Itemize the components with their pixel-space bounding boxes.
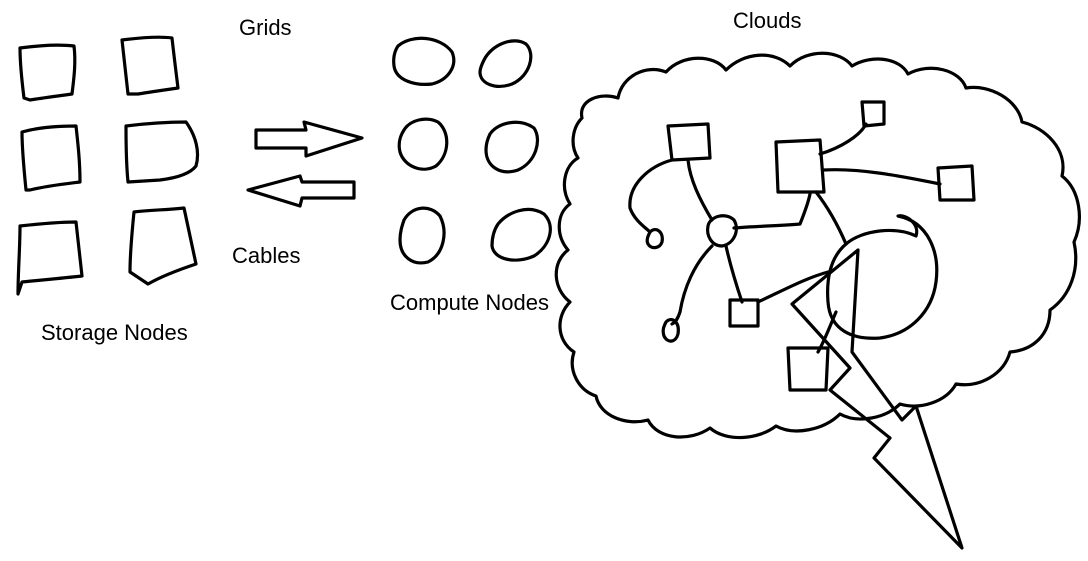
compute-node [478, 39, 533, 88]
compute-node [397, 117, 449, 171]
network-leaf-circle [645, 228, 664, 250]
network-edge [732, 192, 812, 230]
network-node-square [786, 346, 830, 392]
storage-nodes-label: Storage Nodes [41, 320, 188, 345]
storage-node [124, 120, 200, 184]
lightning-bolt-icon [790, 248, 964, 550]
storage-node [128, 206, 198, 286]
cloud-network-group [628, 100, 976, 392]
grids-label: Grids [239, 15, 292, 40]
network-edge [822, 168, 942, 186]
compute-node [392, 36, 456, 86]
left-arrow-icon [246, 174, 356, 208]
storage-node [16, 220, 84, 296]
arrows-group [246, 120, 364, 208]
network-node-square [774, 138, 826, 194]
network-edge [816, 310, 838, 354]
cables-label: Cables [232, 243, 301, 268]
compute-node [484, 120, 540, 174]
network-node-square [666, 122, 712, 162]
cloud-outline [554, 51, 1081, 440]
network-edge [686, 158, 714, 222]
storage-node [18, 43, 77, 102]
compute-node [398, 206, 446, 265]
network-node-square [728, 298, 760, 328]
compute-nodes-label: Compute Nodes [390, 290, 549, 315]
network-edge [724, 244, 744, 304]
network-edge [670, 244, 714, 326]
storage-nodes-group [16, 35, 200, 296]
network-node-square [936, 164, 976, 202]
network-node-square [860, 100, 886, 128]
clouds-label: Clouds [733, 8, 802, 33]
network-hub-circle [706, 214, 738, 248]
network-edge [818, 122, 868, 156]
storage-node [120, 35, 180, 96]
compute-nodes-group [392, 36, 552, 265]
network-edge [756, 270, 830, 304]
compute-node [490, 208, 552, 262]
network-cluster-circle [826, 214, 939, 340]
network-edge [628, 158, 674, 234]
network-leaf-circle [661, 318, 680, 343]
network-edge [814, 190, 848, 246]
storage-node [20, 124, 82, 192]
right-arrow-icon [254, 120, 364, 158]
